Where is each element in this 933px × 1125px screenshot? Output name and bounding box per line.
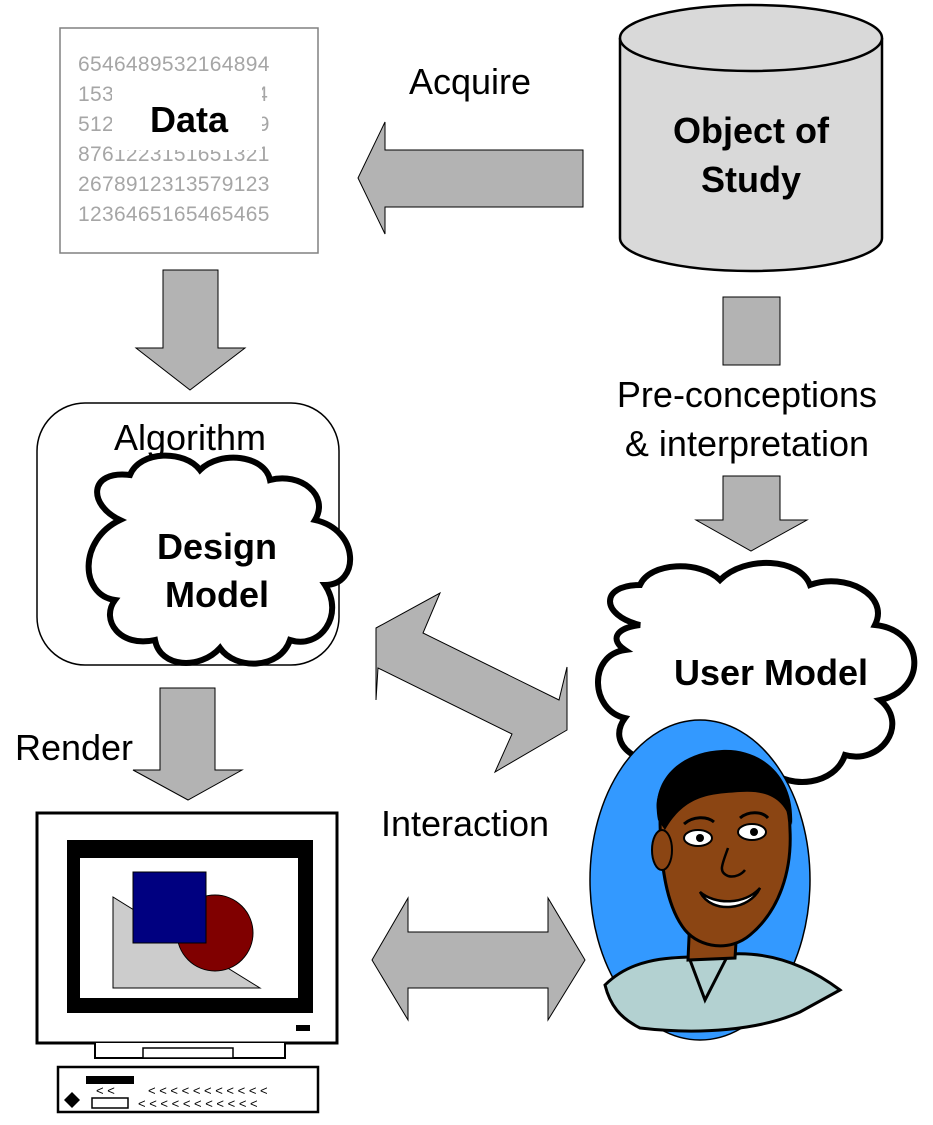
algorithm-label: Algorithm (114, 417, 266, 458)
data-row-1: 6546489532164894 (78, 53, 270, 76)
object-of-study-line2: Study (701, 159, 801, 200)
acquire-label: Acquire (409, 61, 531, 102)
data-title: Data (150, 99, 229, 140)
preconceptions-arrow-top-icon (722, 296, 781, 366)
data-row-5: 2678912313579123 (78, 173, 270, 196)
cylinder-icon: Object of Study (618, 3, 884, 273)
render-label: Render (15, 727, 133, 768)
render-arrow-icon (132, 687, 244, 801)
person-icon (589, 719, 843, 1041)
design-model-line2: Model (165, 574, 269, 615)
svg-text:< < < < < < < < < < <: < < < < < < < < < < < (148, 1083, 268, 1098)
preconceptions-label-line1: Pre-conceptions (617, 374, 877, 415)
acquire-arrow-icon (357, 121, 584, 235)
interaction-label: Interaction (381, 803, 549, 844)
monitor-square-shape (132, 871, 207, 944)
preconceptions-label-line2: & interpretation (625, 423, 869, 464)
computer-user-interaction-arrow-icon (371, 896, 586, 1022)
design-model-line1: Design (157, 526, 277, 567)
computer-icon: < < < < < < < < < < < < < < < < < < < < … (35, 811, 339, 1114)
svg-text:< <: < < (96, 1083, 115, 1098)
preconceptions-arrow-bottom-icon (694, 475, 809, 552)
data-to-algorithm-arrow-icon (134, 269, 247, 391)
object-of-study-line1: Object of (673, 110, 830, 151)
user-model-label: User Model (674, 652, 868, 693)
data-box: 6546489532164894 1531231232112984 512356… (59, 27, 319, 254)
design-model-cloud-icon: Design Model (85, 452, 353, 667)
design-user-interaction-arrow-icon (375, 591, 568, 774)
data-row-6: 1236465165465465 (78, 203, 270, 226)
svg-text:< < < < < < < < < < <: < < < < < < < < < < < (138, 1096, 258, 1111)
